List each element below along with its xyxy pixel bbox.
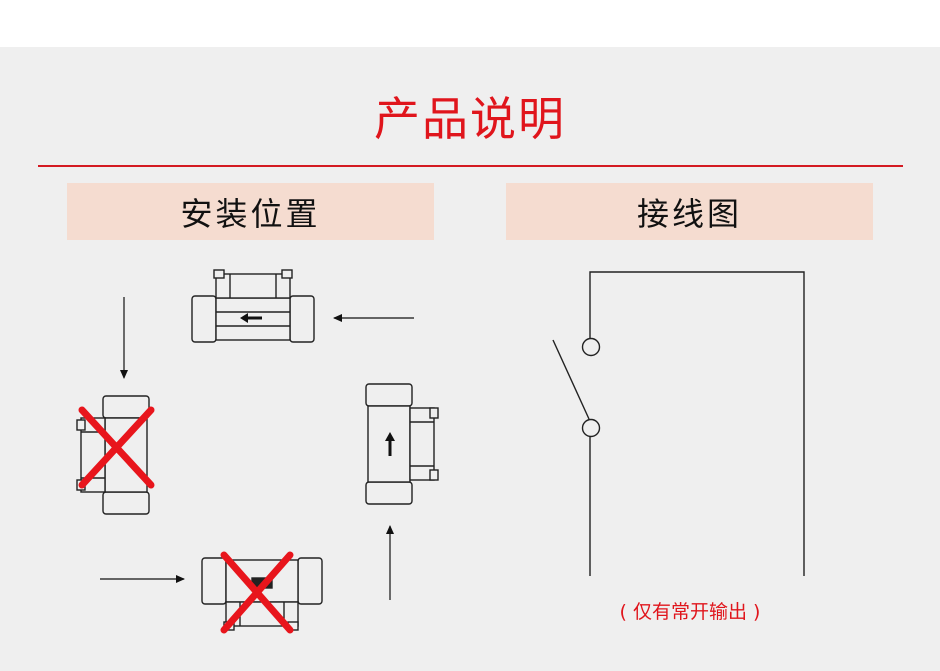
wiring-circuit <box>552 271 805 576</box>
wiring-diagram-header: 接线图 <box>506 183 873 240</box>
terminal-bottom <box>581 418 601 438</box>
wrong-mark-bottom-icon <box>220 551 294 634</box>
sensor-top-flow-arrow-icon <box>240 313 262 323</box>
title-divider <box>38 165 903 167</box>
install-position-heading: 安装位置 <box>180 194 321 233</box>
switch-blade-icon <box>552 339 590 420</box>
content-panel <box>0 47 940 671</box>
install-position-header: 安装位置 <box>67 183 434 240</box>
sensor-right-vertical <box>365 383 439 505</box>
wiring-diagram-heading: 接线图 <box>636 194 742 233</box>
wrong-mark-left-icon <box>78 406 155 489</box>
page-title: 产品说明 <box>374 92 566 146</box>
sensor-top-horizontal <box>191 269 315 343</box>
sensor-right-flow-arrow-icon <box>385 432 395 456</box>
terminal-top <box>581 337 601 357</box>
wiring-caption: ( 仅有常开输出 ) <box>619 601 761 623</box>
